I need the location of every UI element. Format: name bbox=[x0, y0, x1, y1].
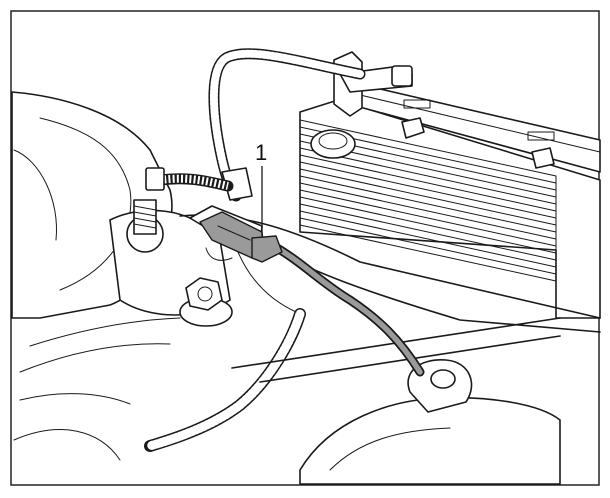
hold-down-nut bbox=[391, 65, 413, 87]
ground-terminal bbox=[299, 359, 561, 485]
braided-hose bbox=[145, 48, 366, 202]
lower-braided-cable bbox=[144, 308, 306, 452]
sensor-cable bbox=[237, 239, 425, 377]
callout-1-label: 1 bbox=[255, 140, 267, 165]
terminal-eye bbox=[430, 369, 456, 389]
mount-stud bbox=[133, 199, 157, 235]
battery-vent-cap bbox=[310, 129, 356, 159]
battery bbox=[299, 51, 601, 319]
mount-bolt bbox=[179, 277, 233, 327]
battery-ribs bbox=[299, 119, 557, 319]
connector-part-1 bbox=[189, 205, 283, 263]
strut-mount bbox=[11, 91, 231, 319]
callout-1: 1 bbox=[255, 140, 267, 236]
